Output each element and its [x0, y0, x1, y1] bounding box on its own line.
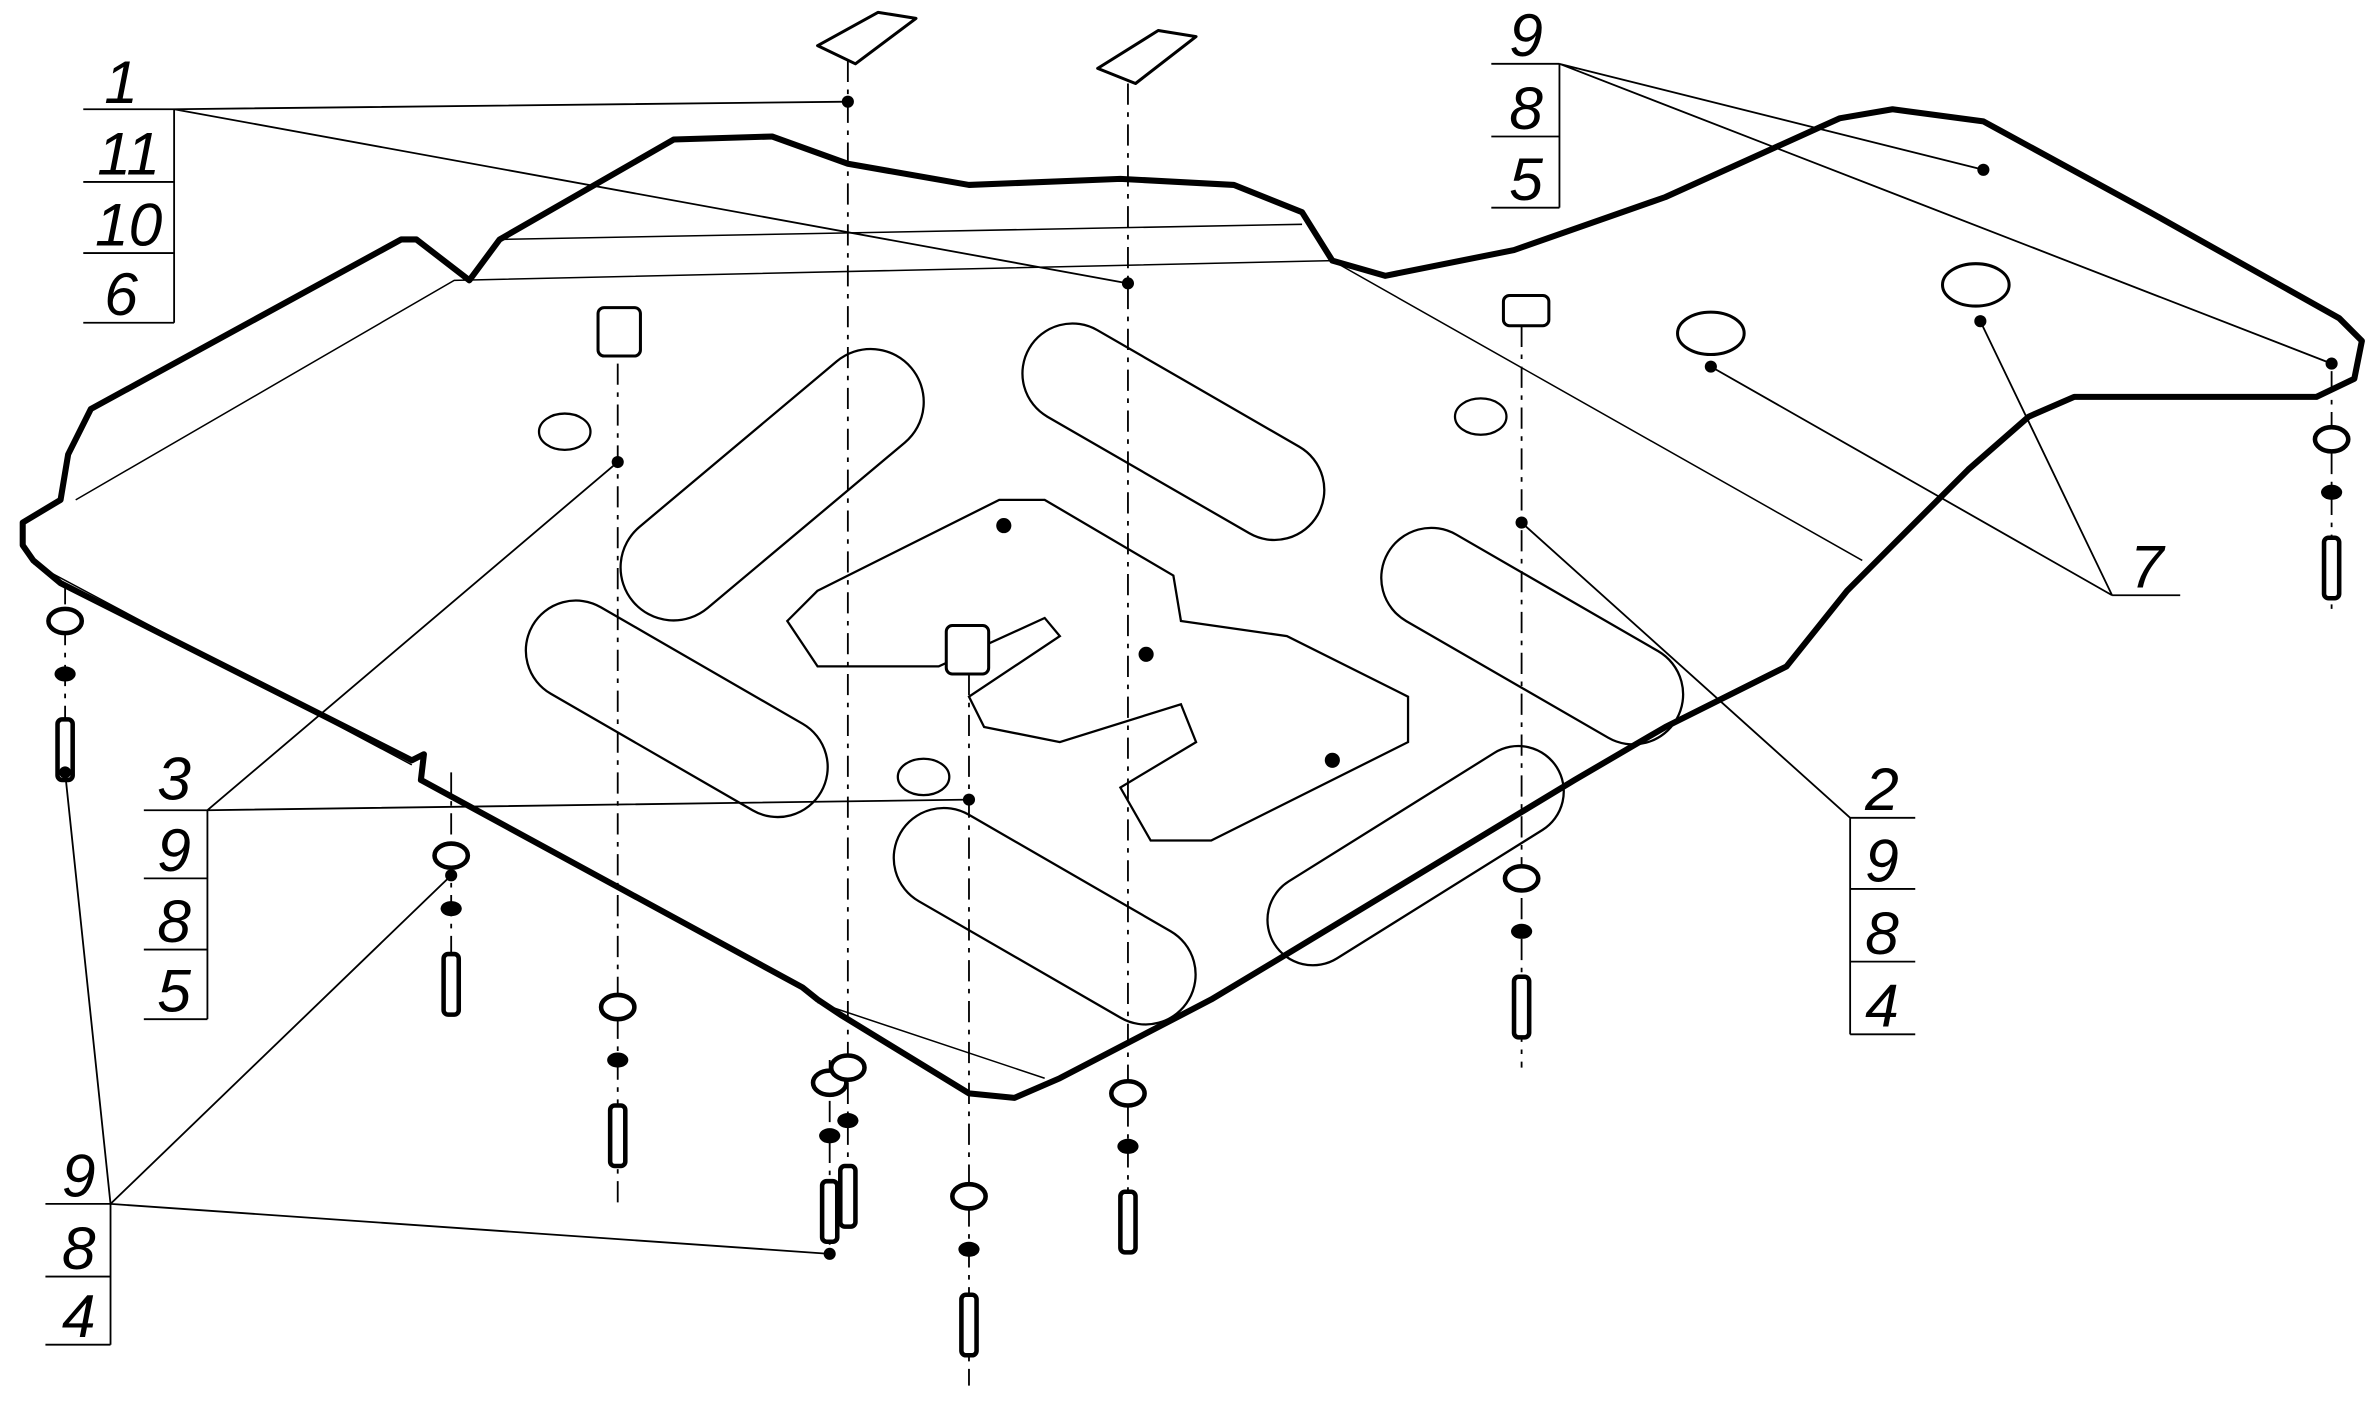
callout-number: 5: [157, 957, 191, 1025]
stamped-slot: [619, 347, 925, 622]
mount-hole: [896, 757, 951, 797]
hole: [996, 518, 1012, 534]
callout-number: 4: [1865, 972, 1899, 1040]
callout-number: 8: [1865, 899, 1899, 967]
flat-washer: [46, 606, 85, 636]
bolt: [1118, 1189, 1138, 1255]
lock-washer: [607, 1052, 629, 1068]
stamped-rib-e: [785, 498, 1410, 842]
skid-plate: [19, 10, 2365, 1101]
fasteners: [46, 60, 2351, 1386]
plate-bend-line-2: [499, 223, 1303, 241]
callout-number: 1: [104, 48, 138, 116]
callout-number: 9: [1865, 826, 1899, 894]
bolt: [959, 1292, 979, 1358]
spacer: [944, 624, 991, 676]
spacer: [596, 306, 642, 358]
stamped-slot: [1021, 322, 1326, 542]
flat-washer: [828, 1053, 867, 1083]
callout-number: 9: [1509, 1, 1543, 69]
callout-number: 4: [62, 1282, 96, 1350]
lock-washer: [1511, 923, 1533, 939]
top-bracket: [1096, 28, 1198, 86]
callout-number: 8: [62, 1214, 96, 1282]
lock-washer: [819, 1128, 841, 1144]
lock-washer: [958, 1241, 980, 1257]
spacer: [1501, 293, 1551, 328]
flat-washer: [950, 1181, 988, 1211]
mount-hole: [537, 412, 592, 452]
callout-number: 6: [104, 260, 138, 328]
stamped-slot: [892, 806, 1197, 1026]
stamped-slot: [1380, 526, 1685, 746]
bolt: [1511, 974, 1532, 1040]
callout-top-right: 9 8 5: [1491, 1, 2338, 370]
bolt: [819, 1178, 840, 1245]
lock-washer: [1117, 1138, 1139, 1154]
bolt: [607, 1103, 628, 1169]
plug: [1940, 262, 2011, 308]
callout-number: 5: [1509, 145, 1543, 213]
top-bracket: [816, 10, 918, 66]
flat-washer: [432, 841, 471, 871]
hole: [1324, 752, 1340, 768]
callout-number: 8: [1509, 74, 1543, 142]
bolt: [2321, 535, 2342, 601]
mount-hole: [1453, 397, 1508, 436]
lock-washer: [54, 666, 76, 682]
plate-flange-edge: [32, 562, 1045, 1079]
callout-plugs: 7: [1704, 315, 2181, 601]
callout-number: 9: [157, 816, 191, 884]
hole: [1138, 646, 1154, 662]
plate-bend-line: [75, 259, 1863, 562]
flat-washer: [1109, 1078, 1147, 1108]
callout-number: 9: [62, 1141, 96, 1209]
callout-number: 3: [157, 745, 191, 813]
flat-washer: [2312, 424, 2351, 454]
callout-left-middle: 3 9 8 5: [143, 455, 976, 1025]
lock-washer: [440, 901, 462, 917]
callout-number: 2: [1864, 755, 1899, 823]
bolt: [441, 951, 462, 1017]
callout-right-middle: 2 9 8 4: [1515, 516, 1916, 1040]
flat-washer: [598, 992, 637, 1022]
lock-washer: [2321, 484, 2343, 500]
callout-number: 8: [157, 887, 191, 955]
stamped-slot: [524, 599, 829, 819]
stamped-slot: [1266, 744, 1565, 967]
callout-bottom-left: 9 8 4: [45, 766, 836, 1350]
callout-top-left: 1 11 10 6: [83, 48, 1135, 328]
callout-number: 10: [95, 191, 163, 259]
lock-washer: [837, 1113, 859, 1129]
bolt: [838, 1163, 858, 1229]
callout-number: 7: [2130, 533, 2166, 601]
callout-number: 11: [97, 119, 160, 187]
flat-washer: [1502, 863, 1541, 893]
plug: [1676, 310, 1746, 357]
